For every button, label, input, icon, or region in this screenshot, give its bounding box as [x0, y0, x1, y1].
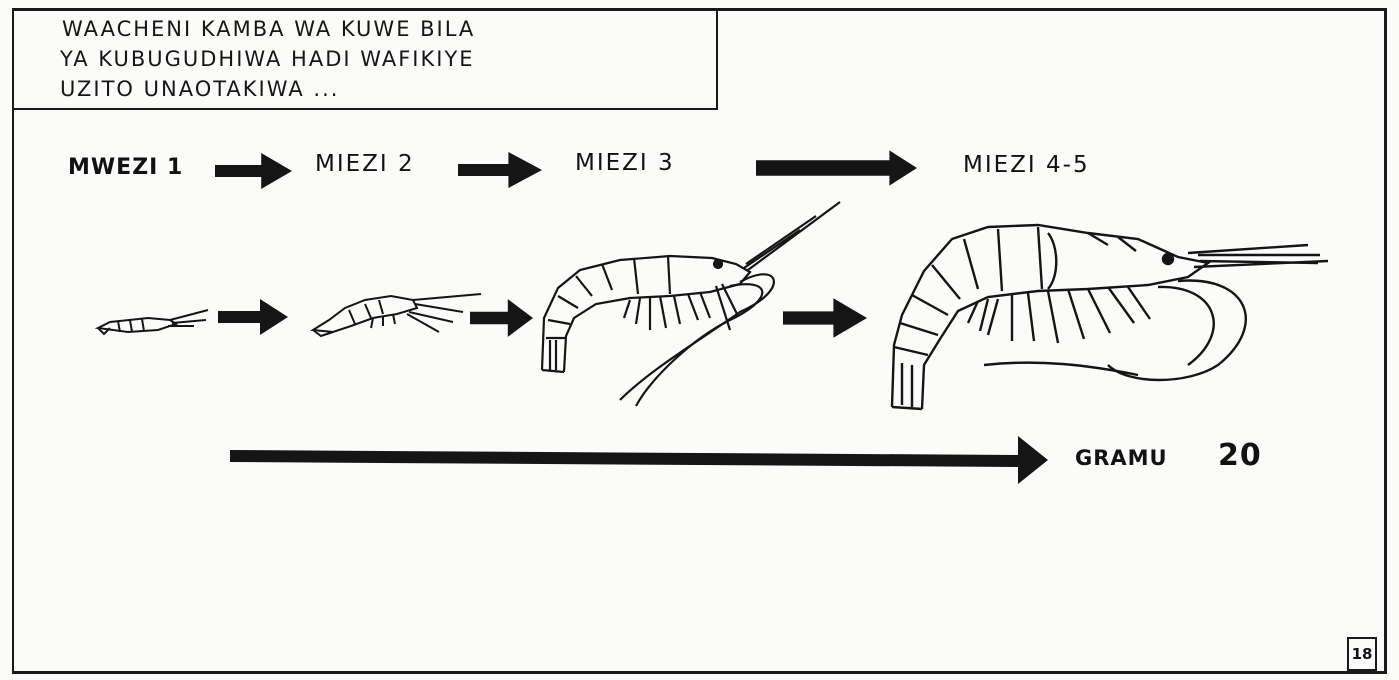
arrow-right-icon [218, 299, 288, 335]
arrow-right-icon [215, 153, 292, 189]
shrimp-icon [313, 294, 481, 336]
shrimp-icon [892, 225, 1328, 409]
arrow-right-icon [230, 436, 1048, 484]
arrow-right-icon [470, 299, 533, 337]
shrimp-icon [98, 310, 208, 334]
shrimp-icon [542, 202, 840, 406]
arrow-right-icon [756, 150, 917, 185]
arrow-right-icon [783, 298, 867, 338]
page-number: 18 [1347, 637, 1377, 671]
arrow-right-icon [458, 152, 542, 188]
